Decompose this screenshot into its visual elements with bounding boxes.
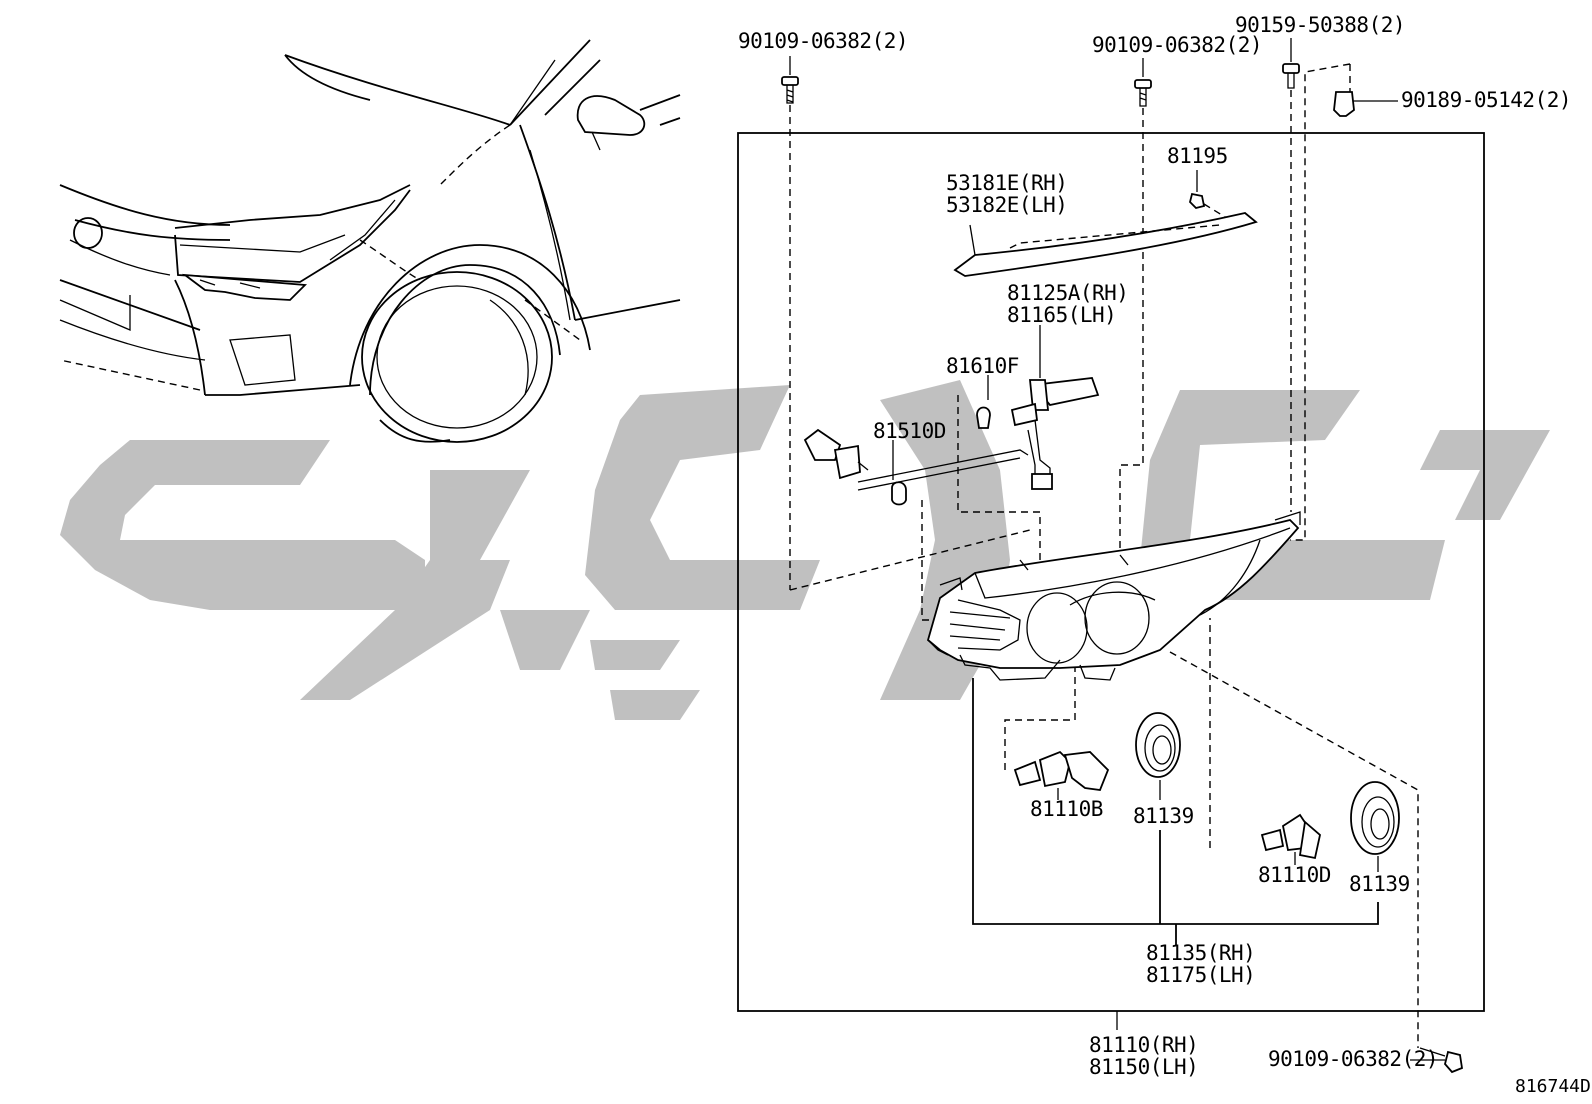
leader-bolt-left [789,529,1031,591]
label-bolt-bottom-right: 90109-06382(2) [1268,1047,1438,1071]
bulb-81110b [1013,750,1110,800]
watermark-logo [60,380,1550,720]
vehicle-context-sketch [59,39,681,443]
bolt-bottom-right [1410,1047,1463,1074]
label-screw-81195: 81195 [1167,144,1228,168]
bolt-center-top [1119,58,1152,555]
screw-81195 [1189,170,1231,221]
label-trim-rh: 53181E(RH) [946,171,1067,195]
label-bolt-center-top: 90109-06382(2) [1092,33,1262,57]
bulb-81510d [891,395,1041,621]
label-assy-lh: 81150(LH) [1089,1055,1198,1079]
label-bulb-81510d: 81510D [873,419,946,443]
assembly-boundary-box [737,132,1485,1012]
label-bulb-81110b: 81110B [1030,797,1103,821]
label-trim-lh: 53182E(LH) [946,193,1067,217]
headlamp-housing [926,511,1301,681]
label-bolt-left-top: 90109-06382(2) [738,29,908,53]
screw-top-right [1282,38,1300,512]
label-cap-81139-left: 81139 [1133,804,1194,828]
cap-81139-right [1350,781,1400,872]
diagram-reference-code: 816744D [1515,1076,1591,1097]
label-clip-top-right: 90189-05142(2) [1401,88,1571,112]
label-socket-lh: 81165(LH) [1007,303,1116,327]
bracket-81135-stems [1159,830,1177,945]
trim-strip-53181e [953,212,1258,277]
socket-81125a [1010,325,1100,490]
label-screw-top-right: 90159-50388(2) [1235,13,1405,37]
wiring-harness [803,428,1029,491]
leader-81110b [1004,668,1076,770]
bulb-81610f [976,375,991,429]
label-assy-rh: 81110(RH) [1089,1033,1198,1057]
clip-top-right [1290,63,1398,541]
label-bulb-81610f: 81610F [946,354,1019,378]
label-unit-81135-rh: 81135(RH) [1146,941,1255,965]
cap-81139-left [1135,712,1181,800]
label-cap-81139-right: 81139 [1349,872,1410,896]
label-socket-rh: 81125A(RH) [1007,281,1128,305]
bulb-81110d [1260,813,1321,865]
label-bulb-81110d: 81110D [1258,863,1331,887]
bolt-left-top [781,56,799,590]
label-unit-81175-lh: 81175(LH) [1146,963,1255,987]
